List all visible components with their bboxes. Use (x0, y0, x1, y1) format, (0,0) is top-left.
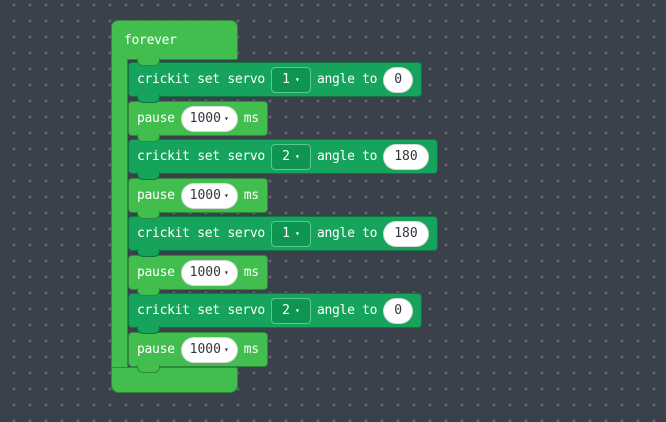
angle-value-input[interactable]: 0 (383, 297, 414, 324)
block-label: pause (137, 265, 175, 280)
servo-number-dropdown[interactable]: 1 ▾ (270, 220, 311, 247)
block-connector-tab (137, 249, 160, 257)
servo-number-value: 1 (282, 226, 290, 241)
block-label: angle to (316, 303, 378, 318)
block-connector-tab (137, 58, 160, 66)
chevron-down-icon: ▾ (223, 113, 229, 123)
block-label: angle to (316, 72, 378, 87)
pause-duration-dropdown[interactable]: 1000 ▾ (180, 105, 238, 132)
forever-block-left-arm[interactable] (111, 59, 128, 369)
block-connector-tab (137, 288, 160, 296)
servo-number-dropdown[interactable]: 2 ▾ (270, 143, 311, 170)
pause-duration-value: 1000 (189, 265, 221, 280)
block-label: ms (243, 111, 259, 126)
block-label: pause (137, 188, 175, 203)
servo-number-value: 2 (282, 149, 290, 164)
block-connector-tab (137, 134, 160, 142)
servo-number-dropdown[interactable]: 1 ▾ (270, 66, 311, 93)
block-label: pause (137, 111, 175, 126)
pause-block[interactable]: pause 1000 ▾ ms (128, 101, 268, 142)
block-connector-tab (137, 95, 160, 103)
block-label: crickit set servo (137, 72, 265, 87)
block-connector-tab (137, 172, 160, 180)
forever-label: forever (124, 32, 177, 48)
block-connector-tab (137, 211, 160, 219)
servo-number-dropdown[interactable]: 2 ▾ (270, 297, 311, 324)
block-label: ms (243, 342, 259, 357)
block-label: crickit set servo (137, 149, 265, 164)
angle-value-input[interactable]: 180 (383, 220, 429, 247)
pause-block[interactable]: pause 1000 ▾ ms (128, 332, 268, 373)
crickit-set-servo-block[interactable]: crickit set servo 1 ▾ angle to 0 (128, 62, 423, 103)
chevron-down-icon: ▾ (294, 151, 300, 161)
block-connector-tab (137, 365, 160, 373)
servo-number-value: 2 (282, 303, 290, 318)
pause-duration-dropdown[interactable]: 1000 ▾ (180, 182, 238, 209)
chevron-down-icon: ▾ (294, 305, 300, 315)
block-label: crickit set servo (137, 303, 265, 318)
pause-duration-dropdown[interactable]: 1000 ▾ (180, 336, 238, 363)
pause-duration-dropdown[interactable]: 1000 ▾ (180, 259, 238, 286)
pause-block[interactable]: pause 1000 ▾ ms (128, 255, 268, 296)
chevron-down-icon: ▾ (223, 267, 229, 277)
pause-duration-value: 1000 (189, 342, 221, 357)
chevron-down-icon: ▾ (223, 344, 229, 354)
crickit-set-servo-block[interactable]: crickit set servo 1 ▾ angle to 180 (128, 216, 438, 257)
block-label: angle to (316, 149, 378, 164)
chevron-down-icon: ▾ (294, 74, 300, 84)
block-connector-tab (137, 326, 160, 334)
block-label: ms (243, 188, 259, 203)
chevron-down-icon: ▾ (294, 228, 300, 238)
block-label: pause (137, 342, 175, 357)
pause-duration-value: 1000 (189, 111, 221, 126)
forever-block-header[interactable]: forever (111, 20, 238, 66)
crickit-set-servo-block[interactable]: crickit set servo 2 ▾ angle to 0 (128, 293, 423, 334)
angle-value-input[interactable]: 0 (383, 66, 414, 93)
block-label: angle to (316, 226, 378, 241)
block-label: ms (243, 265, 259, 280)
block-label: crickit set servo (137, 226, 265, 241)
servo-number-value: 1 (282, 72, 290, 87)
pause-block[interactable]: pause 1000 ▾ ms (128, 178, 268, 219)
chevron-down-icon: ▾ (223, 190, 229, 200)
crickit-set-servo-block[interactable]: crickit set servo 2 ▾ angle to 180 (128, 139, 438, 180)
pause-duration-value: 1000 (189, 188, 221, 203)
forever-block-footer[interactable] (111, 367, 238, 393)
angle-value-input[interactable]: 180 (383, 143, 429, 170)
